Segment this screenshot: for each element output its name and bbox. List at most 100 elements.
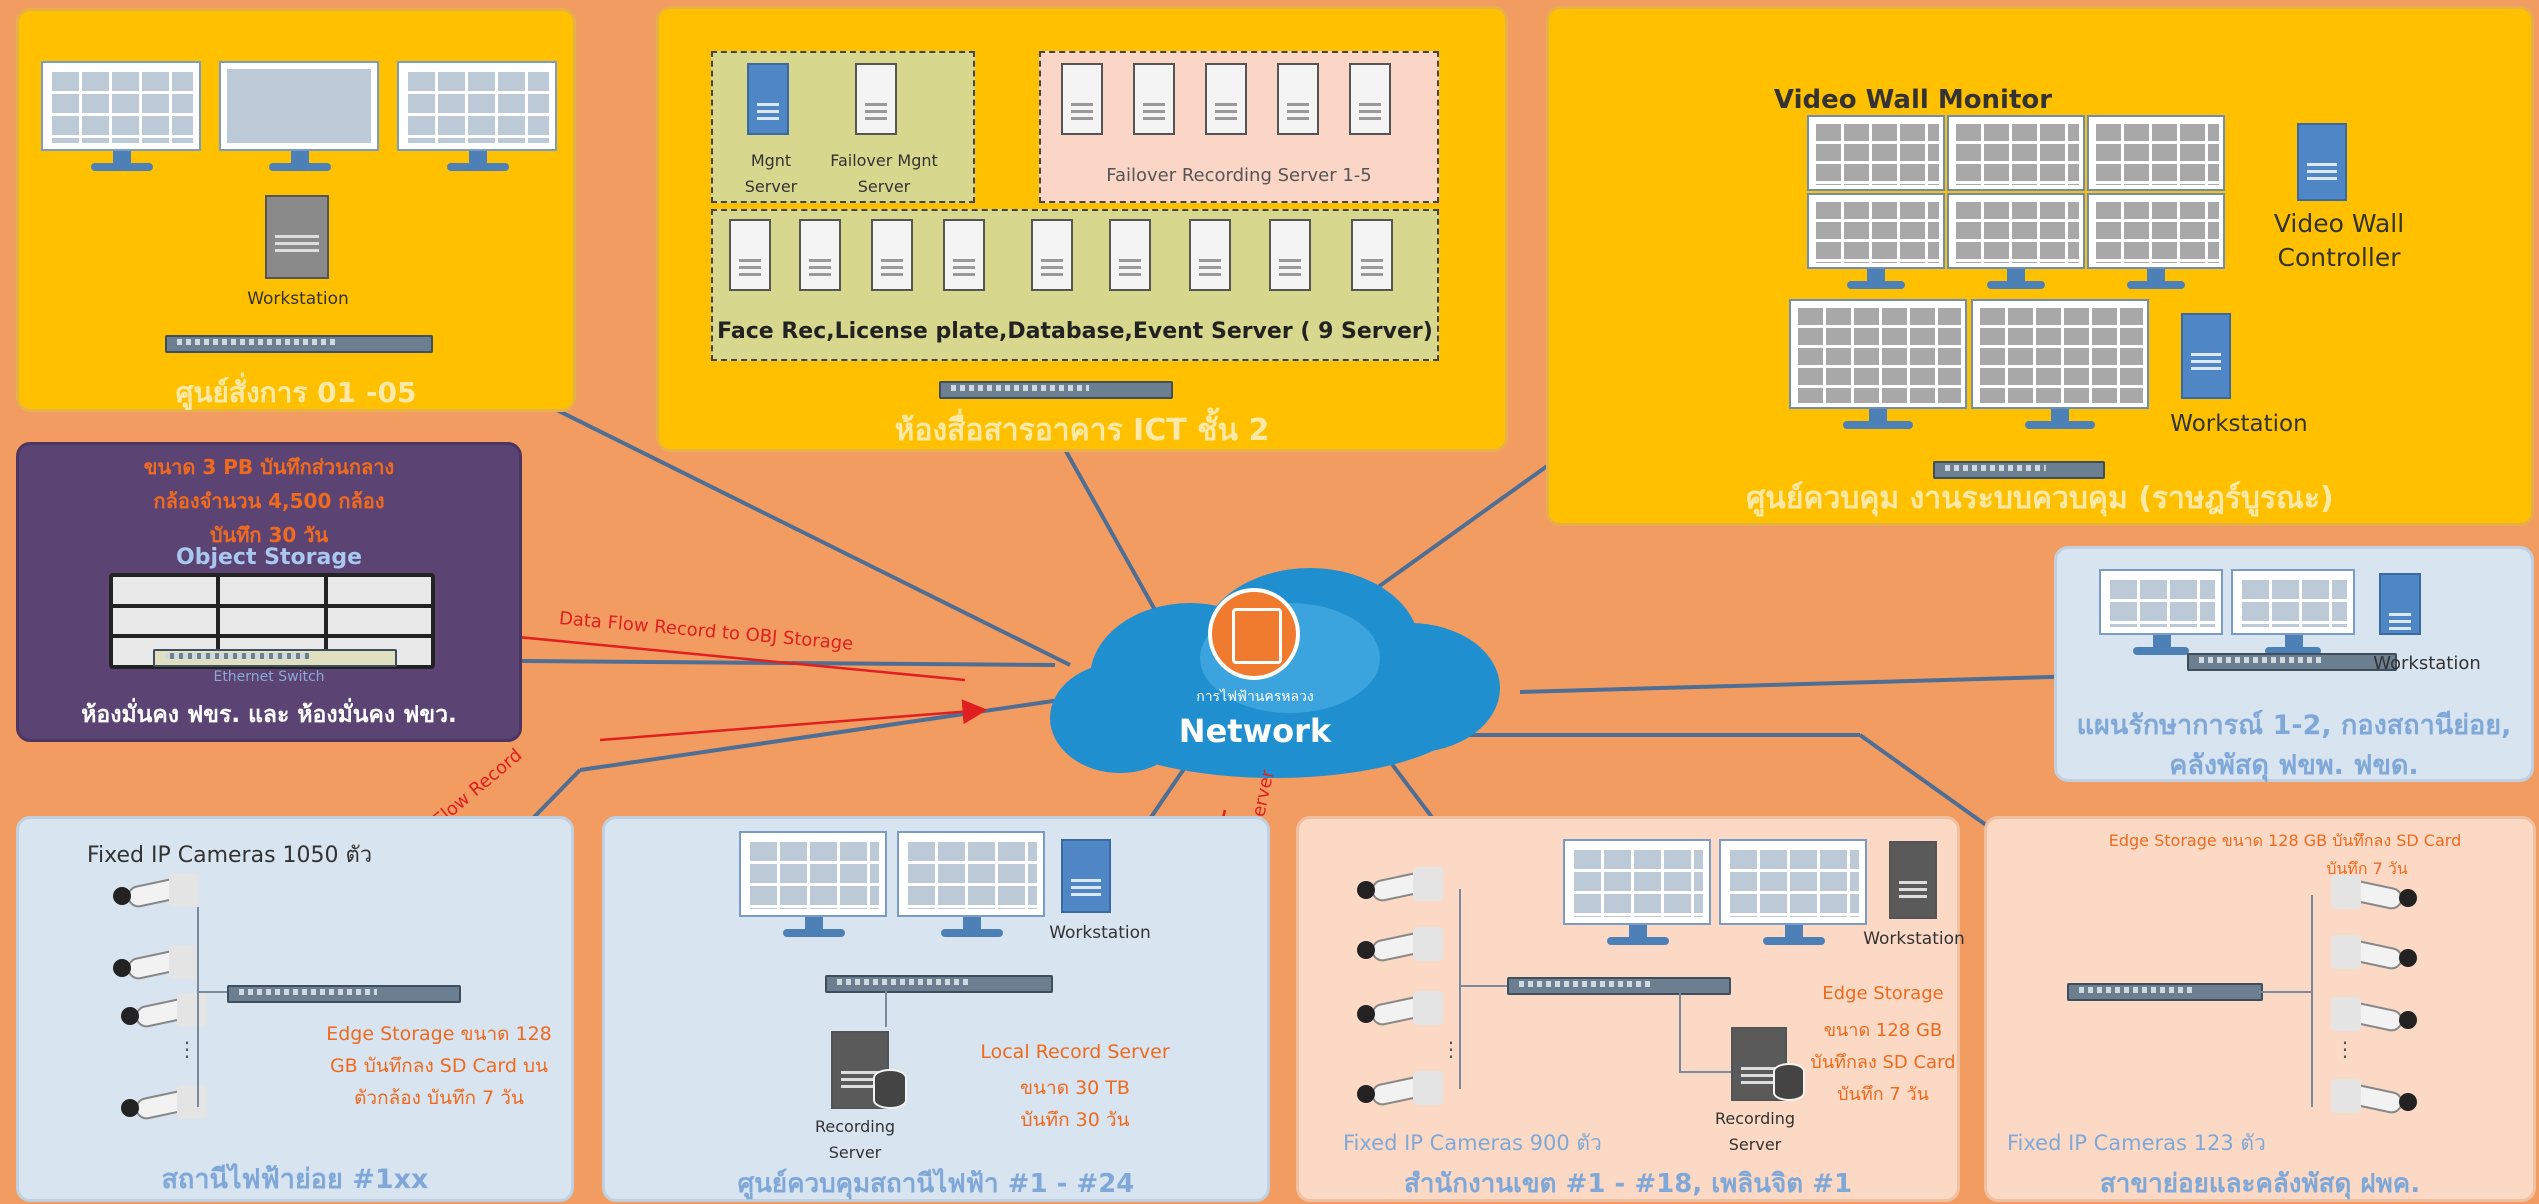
video-wall-controller-label-1: Video Wall: [2273, 209, 2405, 238]
network-switch-icon: [825, 975, 1053, 993]
failover-mgnt-label-1: Failover Mgnt: [830, 151, 938, 170]
camera-icon: [115, 1083, 211, 1127]
workstation-label: Workstation: [1049, 923, 1151, 943]
recording-server-label-2: Server: [1728, 1135, 1782, 1154]
edge-storage-label-1: Edge Storage ขนาด 128: [326, 1023, 552, 1045]
panel-substation: Fixed IP Cameras 1050 ตัว ⋮ Edge Storage…: [16, 816, 574, 1202]
recording-server-label-2: Server: [828, 1143, 882, 1162]
camera-icon: [2327, 995, 2423, 1039]
panel-title: สาขาย่อยและคลังพัสดุ ฝพค.: [2099, 1169, 2421, 1199]
panel-title: ศูนย์ควบคุมสถานีไฟฟ้า #1 - #24: [737, 1169, 1135, 1199]
network-cloud: การไฟฟ้านครหลวง Network: [1040, 568, 1510, 788]
monitor-icon: [897, 831, 1045, 917]
workstation-icon: [265, 195, 329, 279]
panel-title: ห้องสื่อสารอาคาร ICT ชั้น 2: [894, 413, 1270, 448]
storage-cameras-label: กล้องจำนวน 4,500 กล้อง: [153, 489, 385, 513]
failover-recording-label: Failover Recording Server 1-5: [1106, 165, 1372, 186]
monitor-icon: [2231, 569, 2355, 635]
panel-title: สถานีไฟฟ้าย่อย #1xx: [161, 1164, 429, 1195]
failover-mgnt-label-2: Server: [857, 177, 911, 196]
workstation-icon: [1061, 839, 1111, 913]
video-wall-controller-label-2: Controller: [2277, 243, 2401, 272]
panel-branch: Edge Storage ขนาด 128 GB บันทึกลง SD Car…: [1984, 816, 2536, 1202]
network-switch-icon: [2187, 653, 2397, 671]
cameras-count-label: Fixed IP Cameras 1050 ตัว: [87, 843, 373, 868]
edge-storage-label-3: บันทึกลง SD Card: [1810, 1052, 1956, 1073]
camera-icon: [1351, 865, 1447, 909]
database-icon: [873, 1069, 907, 1109]
network-switch-icon: [939, 381, 1173, 399]
mgnt-server-label-1: Mgnt: [750, 151, 792, 170]
link-control-to-network: [1358, 462, 1552, 602]
storage-retention-label: บันทึก 30 วัน: [209, 523, 329, 547]
monitor-icon: [397, 61, 557, 151]
workstation-icon: [1889, 841, 1937, 919]
storage-size-label: ขนาด 3 PB บันทึกส่วนกลาง: [143, 455, 395, 479]
monitor-icon: [1719, 839, 1867, 925]
panel-ict-room: Mgnt Server Failover Mgnt Server Failove…: [656, 6, 1508, 452]
camera-icon: [2327, 1077, 2423, 1121]
panel-object-storage: ขนาด 3 PB บันทึกส่วนกลาง กล้องจำนวน 4,50…: [16, 442, 522, 742]
panel-title: ห้องมั่นคง ฟขร. และ ห้องมั่นคง ฟขว.: [81, 702, 457, 728]
edge-storage-label-4: บันทึก 7 วัน: [1837, 1084, 1929, 1105]
edge-storage-label-1: Edge Storage: [1822, 983, 1944, 1004]
camera-icon: [2327, 933, 2423, 977]
panel-title: สำนักงานเขต #1 - #18, เพลินจิต #1: [1403, 1169, 1853, 1199]
recording-server-label-1: Recording: [1714, 1109, 1796, 1128]
cameras-count-label: Fixed IP Cameras 123 ตัว: [2007, 1131, 2266, 1155]
mgnt-server-icon: [747, 63, 789, 135]
network-switch-icon: [227, 985, 461, 1003]
monitor-icon: [2099, 569, 2223, 635]
camera-icon: [115, 991, 211, 1035]
panel-station-control: Workstation Local Record Server ขนาด 30 …: [602, 816, 1270, 1202]
panel-control-center: Video Wall Monitor Video Wall Controller…: [1546, 6, 2534, 526]
panel-command-center: Workstation ศูนย์สั่งการ 01 -05: [16, 8, 576, 412]
monitor-icon: [1563, 839, 1711, 925]
camera-icon: [107, 943, 203, 987]
panel-title-line-2: คลังพัสดุ ฟขพ. ฟขด.: [2169, 750, 2419, 781]
workstation-label: Workstation: [2373, 653, 2481, 674]
network-switch-icon: [1933, 461, 2105, 479]
ethernet-switch-label: Ethernet Switch: [213, 669, 325, 685]
recording-server-label-1: Recording: [814, 1117, 896, 1136]
edge-storage-label-3: ตัวกล้อง บันทึก 7 วัน: [354, 1087, 524, 1109]
network-switch-icon: [165, 335, 433, 353]
camera-icon: [1351, 925, 1447, 969]
mgnt-server-label-2: Server: [744, 177, 798, 196]
camera-icon: [2327, 873, 2423, 917]
flow-arrow-to-obj-storage: [442, 619, 966, 682]
network-switch-icon: [2067, 983, 2263, 1001]
edge-storage-label-1: Edge Storage ขนาด 128 GB บันทึกลง SD Car…: [2108, 831, 2462, 850]
failover-mgnt-server-icon: [855, 63, 897, 135]
workstation-label: Workstation: [247, 289, 349, 309]
flow-arrow-to-network-1: [599, 699, 988, 742]
edge-storage-label-2: บันทึก 7 วัน: [2326, 859, 2408, 878]
video-wall-controller-icon: [2297, 123, 2347, 201]
face-rec-label: Face Rec,License plate,Database,Event Se…: [717, 319, 1433, 344]
workstation-label: Workstation: [1863, 929, 1965, 949]
panel-district-office: Workstation ⋮ Recording Server Edge Stor…: [1296, 816, 1965, 1202]
database-icon: [1773, 1063, 1805, 1101]
local-record-server-label-2: ขนาด 30 TB: [1020, 1077, 1130, 1099]
edge-storage-label-2: ขนาด 128 GB: [1823, 1020, 1943, 1041]
video-wall-monitor-label: Video Wall Monitor: [1773, 85, 2053, 115]
workstation-label: Workstation: [2170, 411, 2308, 437]
mea-logo-text: การไฟฟ้านครหลวง: [1196, 689, 1314, 705]
monitor-icon: [219, 61, 379, 151]
ethernet-switch-icon: [153, 649, 397, 667]
local-record-server-label-1: Local Record Server: [980, 1041, 1170, 1063]
monitor-icon: [739, 831, 887, 917]
panel-maintenance: Workstation แผนรักษาการณ์ 1-2, กองสถานีย…: [2054, 546, 2534, 782]
panel-title: ศูนย์สั่งการ 01 -05: [175, 376, 417, 409]
local-record-server-label-3: บันทึก 30 วัน: [1020, 1109, 1130, 1131]
object-storage-label: Object Storage: [176, 545, 362, 570]
panel-title: ศูนย์ควบคุม งานระบบควบคุม (ราษฎร์บูรณะ): [1746, 481, 2334, 516]
panel-title-line-1: แผนรักษาการณ์ 1-2, กองสถานีย่อย,: [2076, 710, 2512, 741]
camera-icon: [107, 871, 203, 915]
workstation-icon: [2181, 313, 2231, 399]
camera-icon: [1351, 1069, 1447, 1113]
object-storage-icon: [109, 573, 435, 669]
network-switch-icon: [1507, 977, 1731, 995]
edge-storage-label-2: GB บันทึกลง SD Card บน: [329, 1055, 549, 1077]
camera-icon: [1351, 989, 1447, 1033]
